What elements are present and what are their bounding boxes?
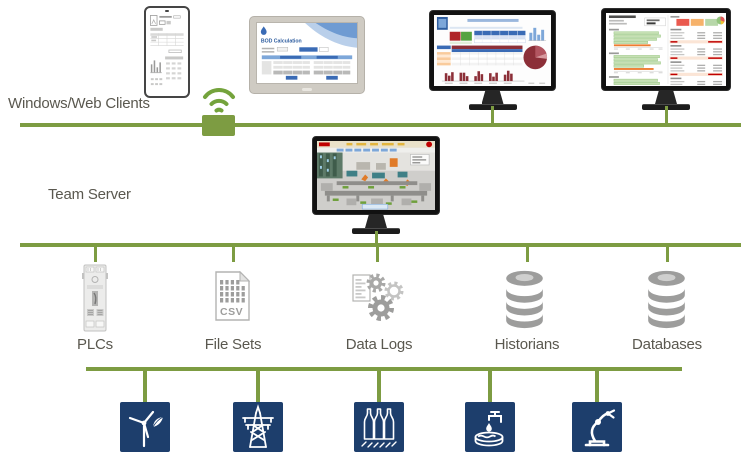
- tablet-client: BOD Calculation: [249, 16, 365, 94]
- databases-label: Databases: [632, 336, 702, 353]
- monitor-neck: [655, 90, 677, 104]
- scada-factory-mock: [317, 141, 435, 210]
- industry-wind-energy: [120, 402, 170, 452]
- monitor1-drop-line: [491, 106, 494, 125]
- industries-bus-line: [86, 367, 682, 371]
- industry-robotics: [572, 402, 622, 452]
- water-tick: [488, 370, 492, 403]
- databases-icon: [648, 270, 685, 329]
- historians-label: Historians: [494, 336, 560, 353]
- industry-water-treatment: [465, 402, 515, 452]
- kpi-dashboard-monitor: [429, 10, 556, 110]
- clients-bus-line: [20, 123, 741, 127]
- status-dashboard-screen: [606, 13, 726, 86]
- water-treatment-icon: [474, 411, 504, 447]
- filesets-tick: [231, 246, 235, 262]
- historians-database-icon: [506, 270, 543, 329]
- historians-tick: [525, 246, 529, 262]
- clients-label: Windows/Web Clients: [8, 95, 150, 112]
- server-drop-line: [374, 231, 378, 244]
- server-label: Team Server: [48, 186, 131, 203]
- plc-icon: [82, 264, 108, 332]
- monitor-bezel: [601, 8, 731, 91]
- gears-icon: [352, 273, 404, 321]
- tablet-home-button: [302, 88, 312, 91]
- datalogs-tick: [375, 246, 379, 262]
- bottles-icon: [361, 408, 397, 448]
- monitor-neck: [365, 214, 387, 228]
- robot-arm-icon: [584, 409, 616, 447]
- bottling-tick: [377, 370, 381, 403]
- status-dashboard-monitor: [601, 8, 731, 110]
- plcs-label: PLCs: [77, 336, 113, 353]
- kpi-dashboard-mock: [434, 15, 551, 86]
- monitor-bezel: [429, 10, 556, 91]
- monitor-bezel: [312, 136, 440, 215]
- plc-tick: [93, 246, 97, 262]
- monitor-neck: [481, 90, 504, 104]
- transmission-tower-icon: [242, 404, 274, 448]
- tablet-screen-title: BOD Calculation: [261, 39, 302, 45]
- power-tick: [256, 370, 260, 403]
- kpi-dashboard-screen: [434, 15, 551, 86]
- tablet-screen: BOD Calculation: [256, 22, 358, 84]
- monitor2-drop-line: [664, 106, 668, 125]
- scada-screen: [317, 141, 435, 210]
- robot-tick: [595, 370, 599, 403]
- wifi-icon: [203, 88, 235, 113]
- phone-screen: [148, 13, 186, 92]
- phone-camera-dot: [165, 9, 169, 12]
- wind-tick: [143, 370, 147, 403]
- mobile-phone-client: [144, 6, 190, 98]
- csv-file-icon: CSV: [215, 271, 251, 321]
- filesets-label: File Sets: [204, 336, 262, 353]
- datalogs-label: Data Logs: [345, 336, 413, 353]
- industry-bottling: [354, 402, 404, 452]
- phone-screen-mock: [148, 13, 186, 92]
- industry-power-transmission: [233, 402, 283, 452]
- server-bus-line: [20, 243, 741, 247]
- databases-tick: [665, 246, 669, 262]
- team-server-monitor: [312, 136, 440, 234]
- status-dashboard-mock: [606, 13, 726, 86]
- csv-badge: CSV: [220, 306, 243, 318]
- wind-turbine-icon: [128, 410, 164, 448]
- tablet-screen-mock: BOD Calculation: [257, 23, 357, 83]
